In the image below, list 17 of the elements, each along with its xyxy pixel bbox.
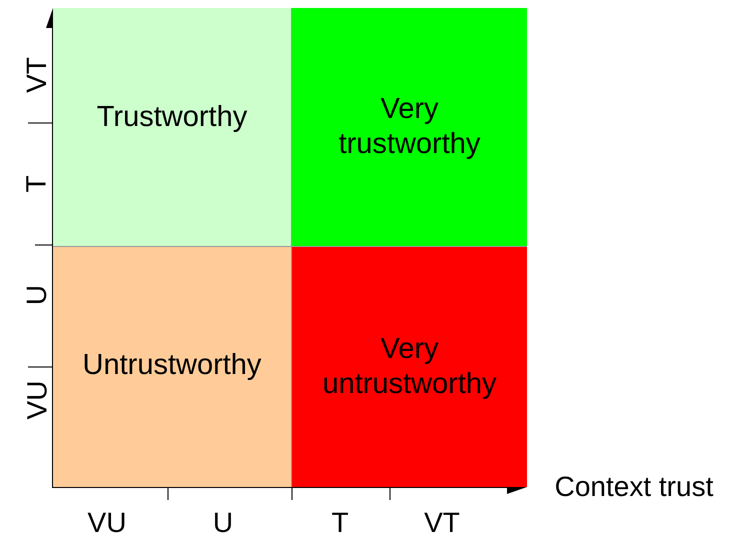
quadrant-label: Very trustworthy [338,92,482,162]
quadrant-box [53,247,292,487]
axis-tick-label: VT [424,509,460,537]
axis-tick-label: T [331,509,349,537]
axis-tick-label: VU [23,380,51,420]
quadrant-box [292,247,527,487]
axis-tick-label: VU [88,509,126,537]
quadrant-box [53,8,292,247]
axis-tick-label: VT [23,57,51,93]
quadrant-label: Untrustworthy [82,348,262,382]
quadrant-label: Very untrustworthy [321,332,498,402]
quadrant-box [292,8,527,247]
axis-title: Context trust [554,473,714,501]
axis-tick-label: T [23,175,51,193]
quadrant-label: Trustworthy [96,100,248,134]
axis-tick-label: U [212,509,234,537]
axis-tick-label: U [23,284,51,306]
